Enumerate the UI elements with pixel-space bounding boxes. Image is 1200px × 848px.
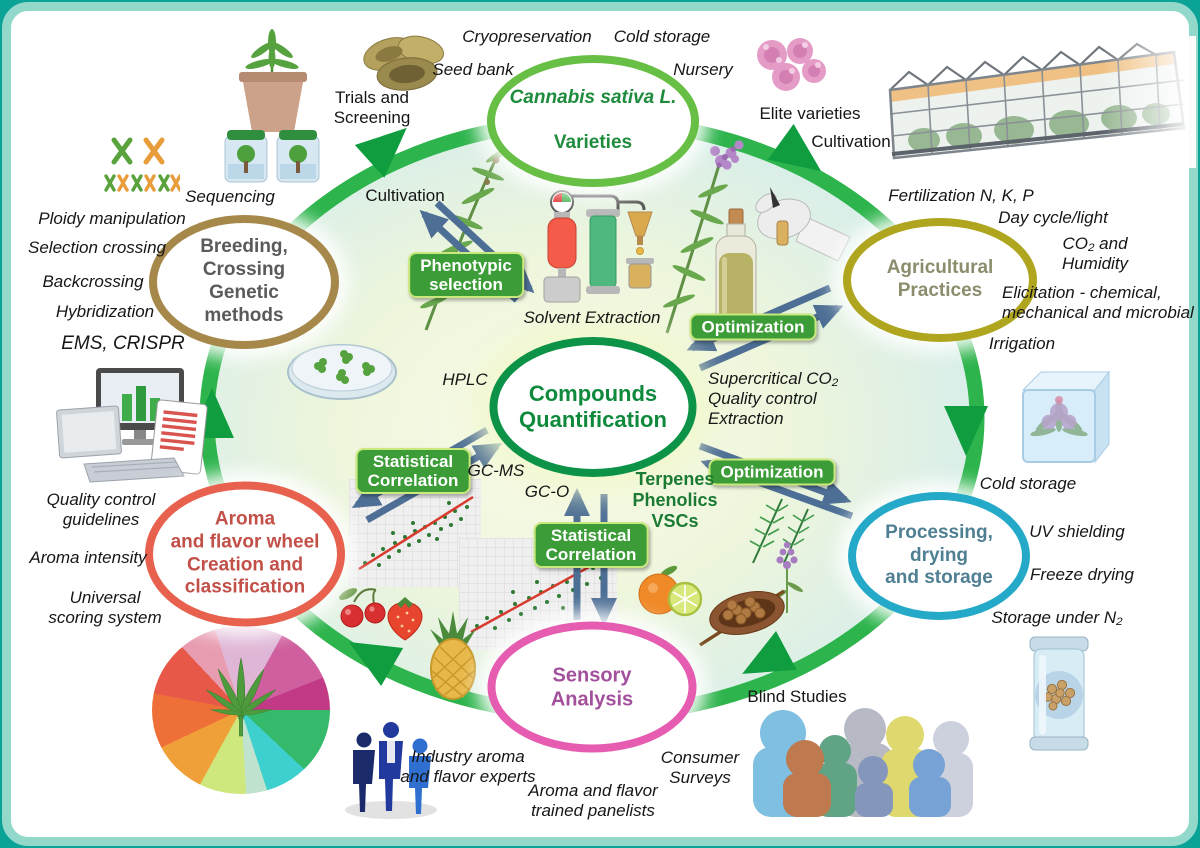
label-gc-ms: GC-MS xyxy=(467,460,525,480)
conifer-sprigs-illustration xyxy=(738,487,823,567)
badge-optimization-bottom: Optimization xyxy=(708,458,836,486)
cocoa-pod-illustration xyxy=(692,575,790,653)
label-elicitation: Elicitation - chemical, mechanical and m… xyxy=(1002,282,1194,322)
label-storage-n2: Storage under N₂ xyxy=(991,607,1123,627)
sensory-label: Sensory Analysis xyxy=(550,664,634,710)
node-varieties: Cannabis sativa L. Varieties xyxy=(487,55,699,187)
potted-plant-illustration xyxy=(215,24,330,184)
label-cryopreservation: Cryopreservation xyxy=(462,26,592,46)
cherries-illustration xyxy=(334,582,392,634)
label-sequencing: Sequencing xyxy=(185,186,275,206)
label-trained-panelists: Aroma and flavor trained panelists xyxy=(528,780,658,820)
label-blind-studies: Blind Studies xyxy=(747,686,847,706)
extract-bottle-illustration xyxy=(710,207,762,332)
breeding-label: Breeding, Crossing Genetic methods xyxy=(200,236,288,326)
label-consumer-surveys: Consumer Surveys xyxy=(660,747,740,787)
consumer-people-illustration xyxy=(745,697,973,819)
gloved-hand-illustration xyxy=(740,181,852,263)
petri-dish-illustration xyxy=(286,328,398,408)
aroma-color-wheel-illustration xyxy=(152,626,330,794)
node-aroma-wheel: Aroma and flavor wheel Creation and clas… xyxy=(145,481,345,627)
seed-pods-illustration xyxy=(357,26,457,98)
industry-experts-illustration xyxy=(340,702,442,820)
chromosomes-illustration xyxy=(102,136,180,198)
label-industry-experts: Industry aroma and flavor experts xyxy=(400,746,536,786)
label-quality-control: Quality control guidelines xyxy=(46,489,156,529)
label-aroma-intensity: Aroma intensity xyxy=(29,547,147,567)
label-seed-bank: Seed bank xyxy=(432,59,514,79)
varieties-title: Cannabis sativa L. xyxy=(509,86,677,108)
label-backcrossing: Backcrossing xyxy=(42,271,144,291)
agricultural-label: Agricultural Practices xyxy=(886,257,994,301)
badge-phenotypic-selection: Phenotypic selection xyxy=(408,251,524,299)
label-solvent-extraction: Solvent Extraction xyxy=(523,307,661,327)
label-nursery: Nursery xyxy=(673,59,733,79)
label-co2-humidity: CO₂ and Humidity xyxy=(1061,233,1129,273)
label-terpenes-phenolics-vscs: Terpenes Phenolics VSCs xyxy=(632,469,718,532)
node-processing: Processing, drying and storage xyxy=(848,492,1030,620)
varieties-subtitle: Varieties xyxy=(553,132,633,154)
label-trials-screening: Trials and Screening xyxy=(333,87,411,127)
computers-illustration xyxy=(56,366,234,484)
label-cultivation-left: Cultivation xyxy=(365,185,445,205)
label-elite-varieties: Elite varieties xyxy=(759,103,861,123)
pineapple-illustration xyxy=(422,609,484,701)
node-sensory: Sensory Analysis xyxy=(487,621,697,753)
label-cultivation-right: Cultivation xyxy=(811,131,891,151)
badge-statistical-correlation-left: Statistical Correlation xyxy=(355,447,471,495)
pink-flowers-illustration xyxy=(748,33,833,101)
label-cold-storage-right: Cold storage xyxy=(979,473,1077,493)
badge-optimization-top: Optimization xyxy=(689,313,817,341)
cannabis-branch-right-illustration xyxy=(645,133,760,338)
node-breeding: Breeding, Crossing Genetic methods xyxy=(149,215,339,349)
greenhouse-illustration xyxy=(884,36,1196,168)
label-gc-o: GC-O xyxy=(524,481,570,501)
cannabis-leaf-icon xyxy=(205,657,277,737)
label-universal-scoring: Universal scoring system xyxy=(48,587,162,627)
label-fertilization: Fertilization N, K, P xyxy=(888,185,1034,205)
label-ploidy-manipulation: Ploidy manipulation xyxy=(38,208,186,228)
compounds-label: Compounds Quantification xyxy=(519,380,667,432)
label-supercritical: Supercritical CO₂ Quality control Extrac… xyxy=(708,368,839,429)
label-hplc: HPLC xyxy=(442,369,488,389)
extraction-apparatus-illustration xyxy=(532,188,664,306)
label-freeze-drying: Freeze drying xyxy=(1030,564,1134,584)
label-ems-crispr: EMS, CRISPR xyxy=(61,332,185,354)
label-irrigation: Irrigation xyxy=(988,333,1056,353)
ice-cube-illustration xyxy=(1015,360,1113,472)
node-compounds: Compounds Quantification xyxy=(489,337,697,477)
aroma-wheel-label: Aroma and flavor wheel Creation and clas… xyxy=(170,508,320,598)
label-day-cycle: Day cycle/light xyxy=(998,207,1108,227)
label-uv-shielding: UV shielding xyxy=(1029,521,1125,541)
processing-label: Processing, drying and storage xyxy=(885,521,993,589)
strawberry-illustration xyxy=(380,595,430,642)
badge-statistical-correlation-bottom: Statistical Correlation xyxy=(533,521,649,569)
label-hybridization: Hybridization xyxy=(55,301,155,321)
citrus-fruits-illustration xyxy=(635,561,703,619)
node-agricultural: Agricultural Practices xyxy=(843,218,1037,342)
label-cold-storage-top: Cold storage xyxy=(613,26,711,46)
storage-jar-illustration xyxy=(1020,635,1098,753)
label-selection-crossing: Selection crossing xyxy=(28,237,166,257)
